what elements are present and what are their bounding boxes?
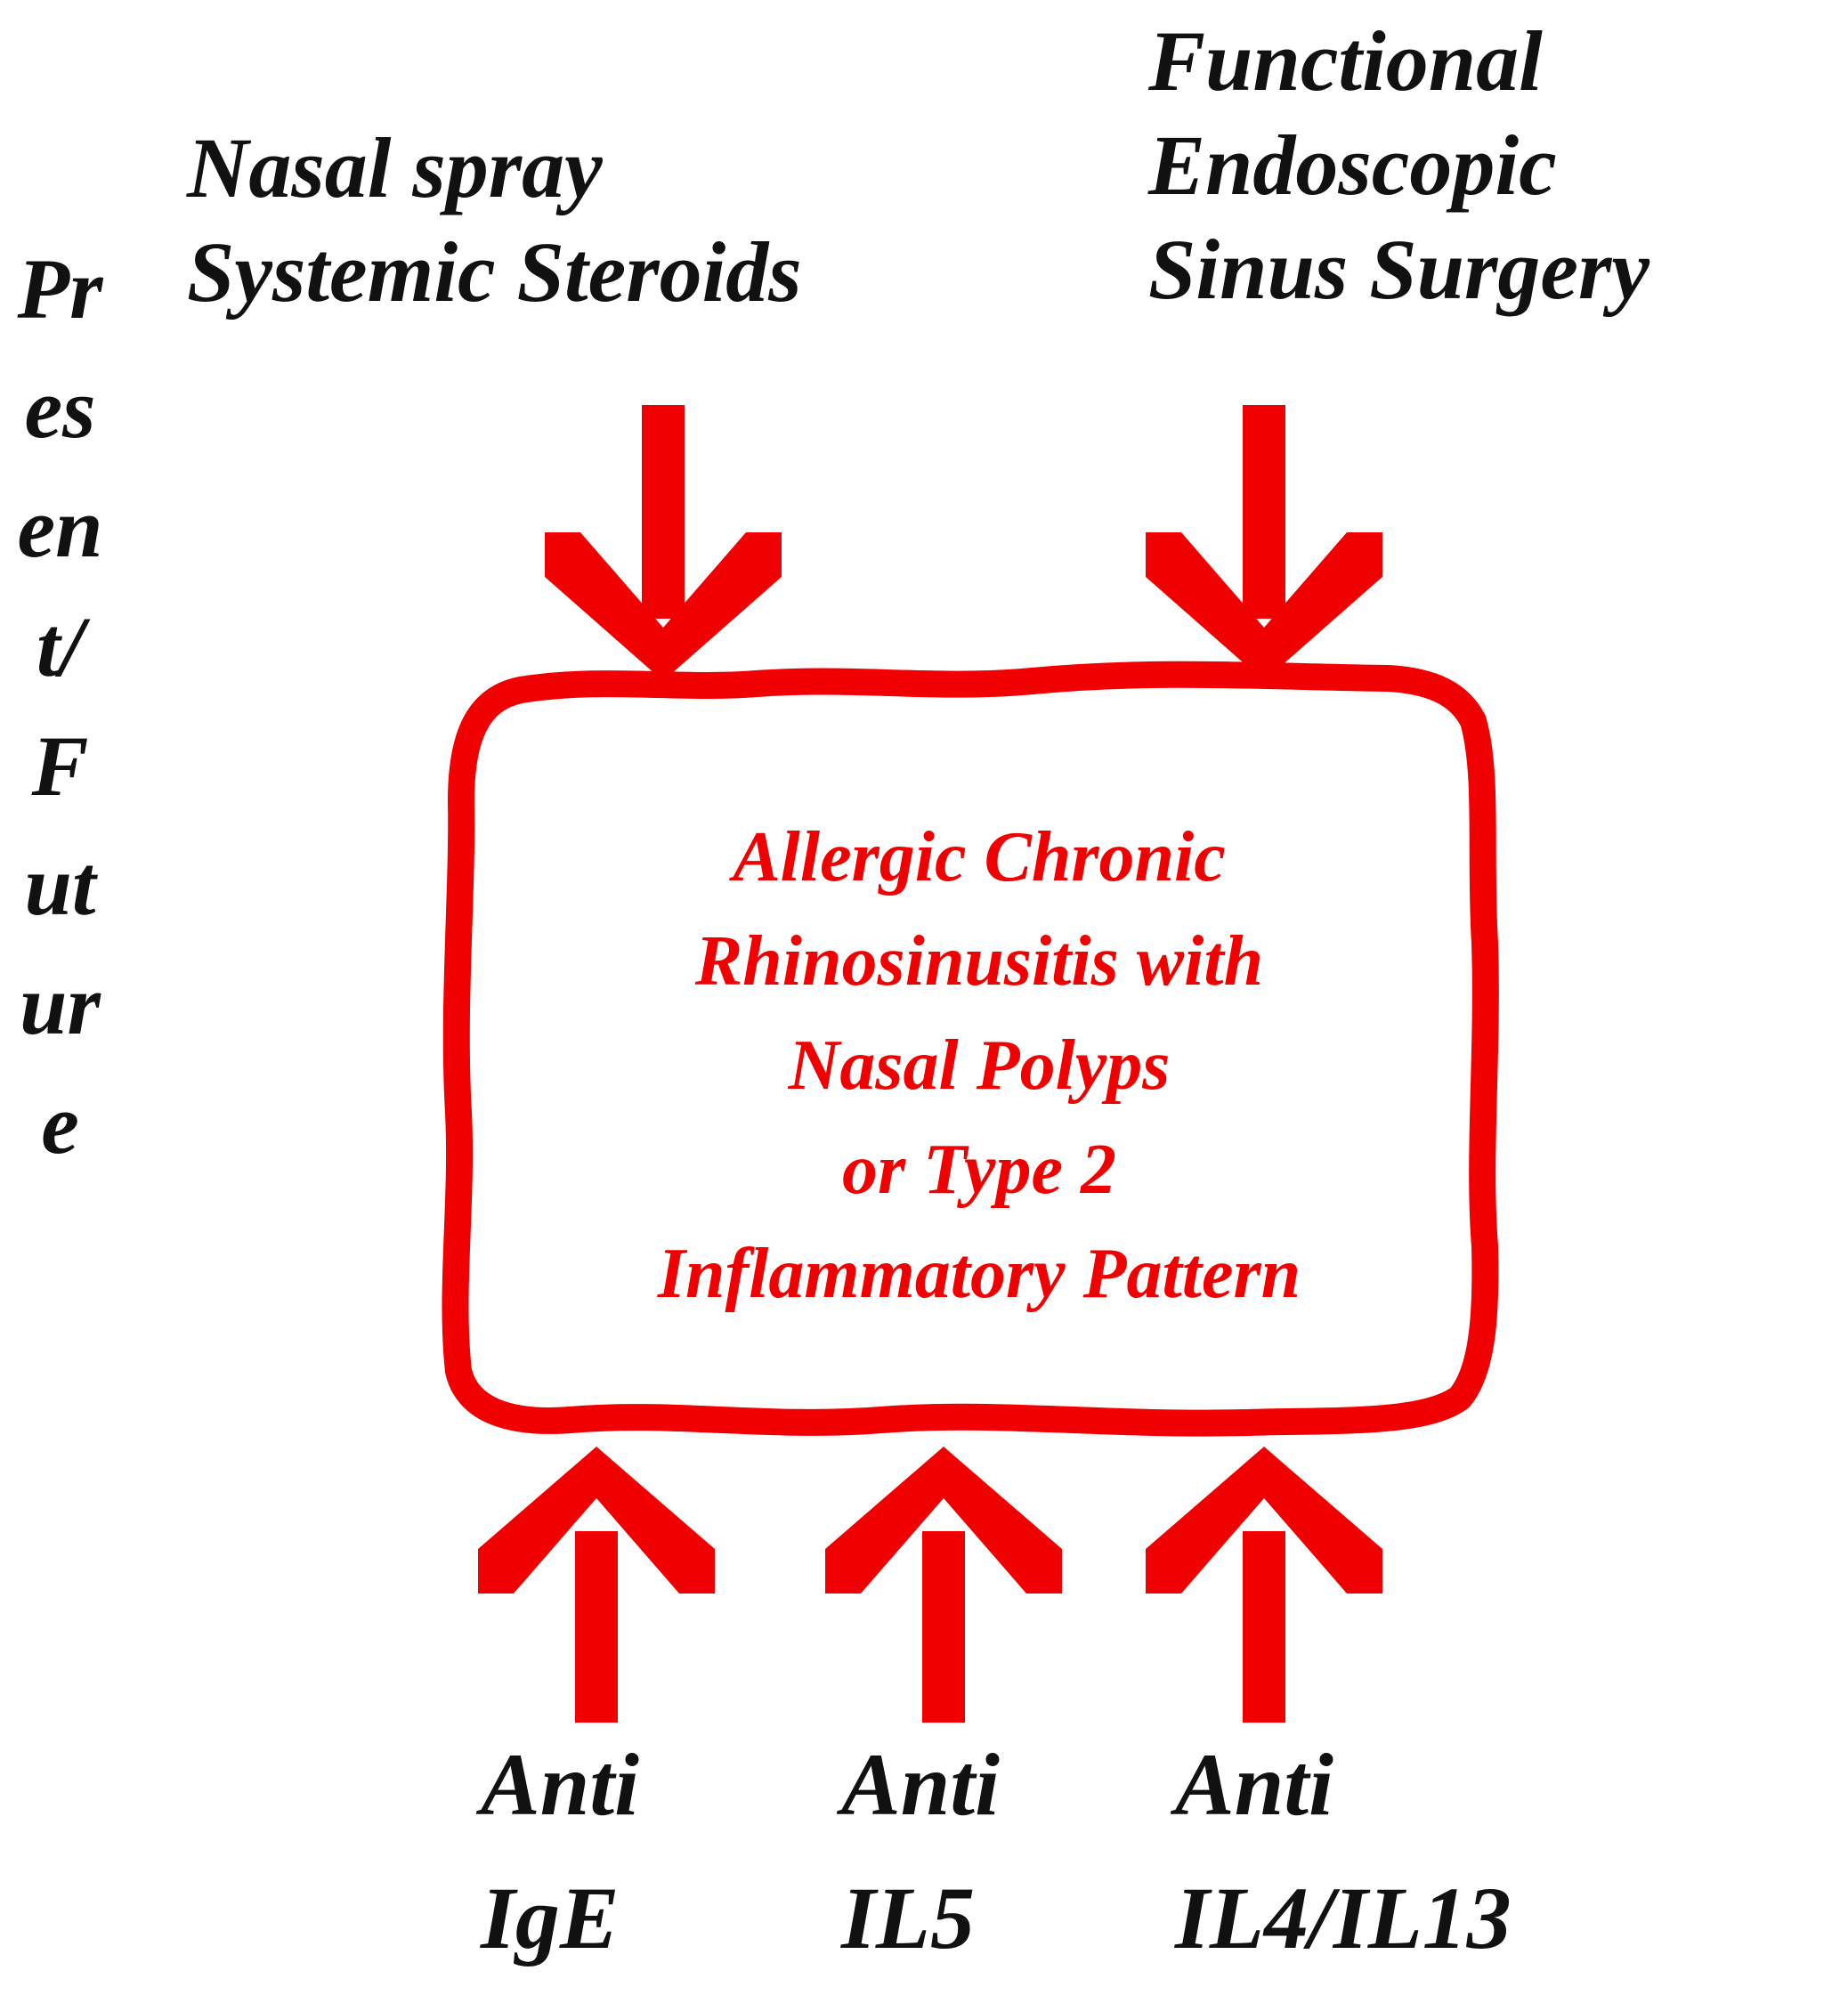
anti-il4-il13-label: Anti IL4/IL13 — [1175, 1718, 1512, 1985]
box-line-4: or Type 2 — [841, 1131, 1117, 1209]
top-right-label: Functional Endoscopic Sinus Surgery — [1148, 9, 1649, 321]
anti-ige-label: Anti IgE — [481, 1718, 639, 1985]
anti-il5-line-1: Anti — [841, 1735, 1000, 1834]
sinus-surgery-text: Sinus Surgery — [1148, 222, 1649, 318]
down-arrow-steroids — [545, 405, 782, 681]
endoscopic-text: Endoscopic — [1148, 118, 1557, 214]
functional-text: Functional — [1148, 13, 1543, 109]
box-line-3: Nasal Polyps — [788, 1026, 1171, 1105]
anti-ige-line-1: Anti — [481, 1735, 639, 1834]
up-arrow-anti-il4-il13 — [1146, 1447, 1382, 1723]
box-line-2: Rhinosinusitis with — [694, 922, 1264, 1001]
anti-il5-line-2: IL5 — [841, 1869, 975, 1967]
anti-il5-label: Anti IL5 — [841, 1718, 1000, 1985]
box-line-5: Inflammatory Pattern — [657, 1235, 1301, 1313]
anti-il4-il13-line-1: Anti — [1175, 1735, 1333, 1834]
down-arrow-surgery — [1146, 405, 1382, 681]
up-arrow-anti-ige — [478, 1447, 715, 1723]
condition-box-border — [442, 661, 1499, 1437]
anti-ige-line-2: IgE — [481, 1869, 620, 1967]
up-arrow-anti-il5 — [825, 1447, 1062, 1723]
condition-box-label: Allergic Chronic Rhinosinusitis with Nas… — [498, 806, 1460, 1326]
box-line-1: Allergic Chronic — [733, 818, 1226, 896]
anti-il4-il13-line-2: IL4/IL13 — [1175, 1869, 1512, 1967]
nasal-spray-text: Nasal spray — [187, 120, 603, 215]
top-left-label: Nasal spray Systemic Steroids — [187, 116, 802, 324]
present-future-vertical-label: Present/Future — [17, 241, 103, 1172]
systemic-steroids-text: Systemic Steroids — [187, 224, 802, 320]
